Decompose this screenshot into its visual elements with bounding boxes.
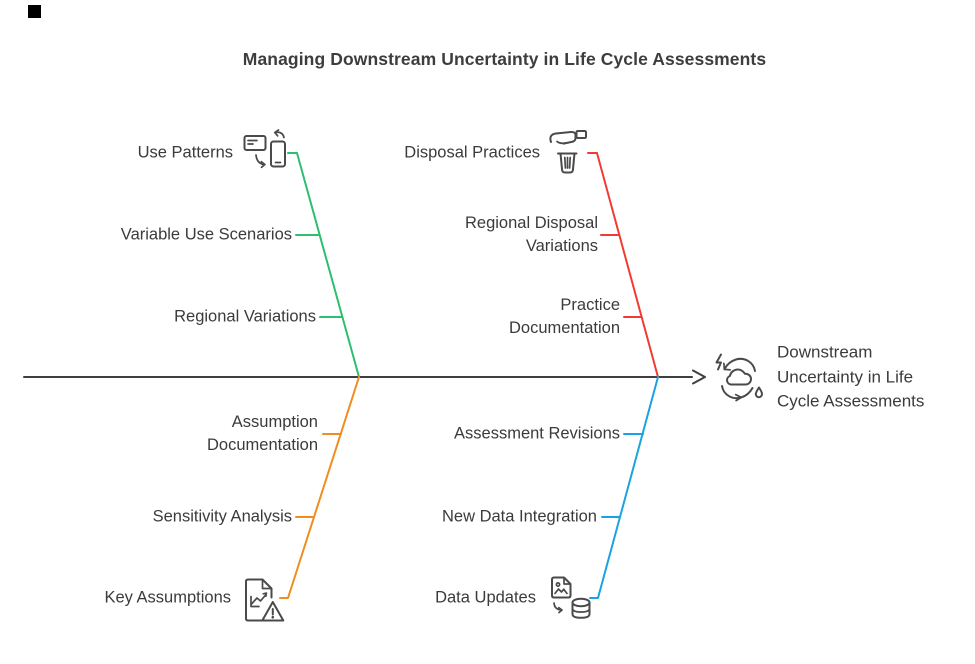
branch-line-use-patterns [287, 152, 360, 378]
diagram-title: Managing Downstream Uncertainty in Life … [242, 49, 767, 69]
branch-line-disposal-practices [587, 152, 659, 378]
effect-label: Downstream Uncertainty in Life Cycle Ass… [777, 342, 925, 411]
cause-regional-variations: Regional Variations [174, 307, 316, 326]
chart-document-warning-icon [241, 576, 285, 623]
device-rotation-sync-icon [243, 129, 289, 173]
branch-line-key-assumptions [279, 376, 360, 599]
branch-line-data-updates [589, 376, 659, 599]
climate-cycle-icon [710, 349, 767, 406]
corner-square-mark [28, 5, 41, 18]
cause-new-data-integration: New Data Integration [441, 507, 597, 526]
cause-practice-documentation: Practice Documentation [509, 296, 620, 337]
cause-regional-disposal-variations: Regional Disposal Variations [465, 214, 598, 255]
cause-sensitivity-analysis: Sensitivity Analysis [152, 507, 292, 526]
branch-head-key-assumptions: Key Assumptions [104, 588, 231, 607]
hand-dispose-trash-icon [547, 128, 593, 175]
cause-assumption-documentation: Assumption Documentation [207, 413, 318, 454]
branch-head-disposal-practices: Disposal Practices [404, 143, 540, 162]
branch-head-use-patterns: Use Patterns [137, 143, 233, 162]
spine-arrowhead [692, 369, 706, 385]
cause-variable-use-scenarios: Variable Use Scenarios [120, 225, 292, 244]
file-to-database-icon [544, 575, 592, 621]
cause-assessment-revisions: Assessment Revisions [454, 424, 620, 443]
branch-head-data-updates: Data Updates [435, 588, 536, 607]
